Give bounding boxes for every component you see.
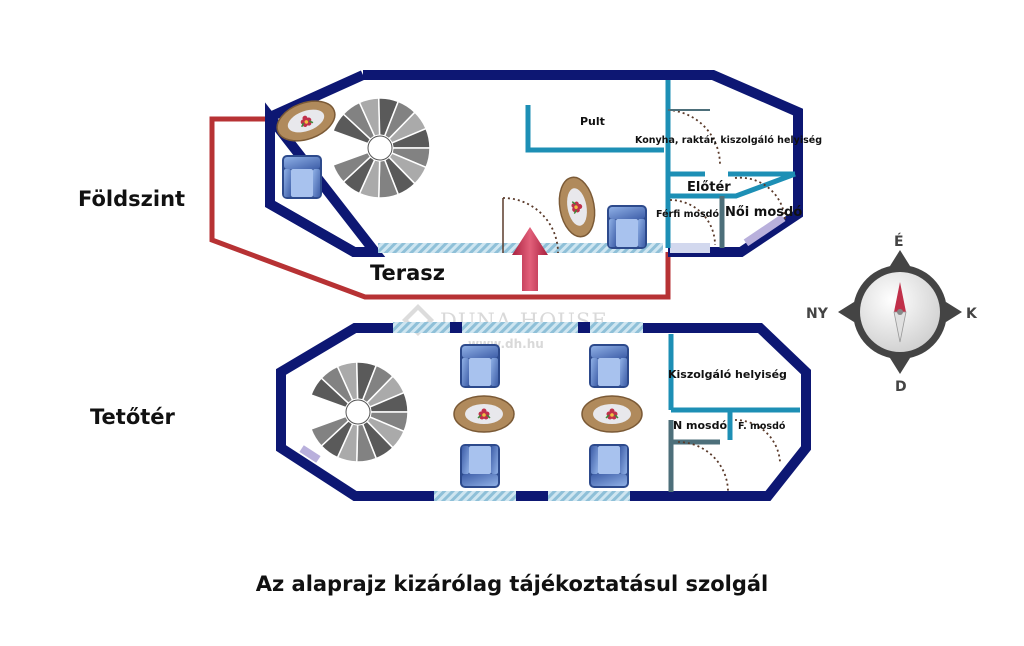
service-room-label: Kiszolgáló helyiség bbox=[668, 368, 787, 381]
mens-wc-label: Férfi mosdó bbox=[656, 209, 719, 220]
side-window bbox=[743, 214, 786, 247]
ground-floor-partitions bbox=[525, 80, 796, 248]
compass-west: NY bbox=[806, 306, 829, 322]
door-swings bbox=[502, 109, 786, 254]
armchair bbox=[282, 155, 322, 199]
spiral-staircase bbox=[307, 361, 409, 463]
entrance-arrow-icon bbox=[512, 227, 548, 291]
compass-east: K bbox=[966, 306, 978, 322]
attic-window bbox=[393, 322, 643, 333]
f-wc-label: F. mosdó bbox=[738, 421, 786, 432]
compass-south: D bbox=[895, 379, 907, 395]
terrace-label: Terasz bbox=[370, 261, 445, 285]
disclaimer-text: Az alaprajz kizárólag tájékoztatásul szo… bbox=[255, 572, 769, 596]
hall-label: Előtér bbox=[687, 180, 731, 195]
counter-label: Pult bbox=[580, 115, 605, 128]
attic-floor: Tetőtér Kiszolgáló helyiség N mosdó F. m… bbox=[90, 322, 811, 501]
attic-partitions bbox=[668, 334, 800, 492]
coffee-table bbox=[453, 395, 515, 433]
armchair bbox=[589, 344, 629, 388]
armchair bbox=[607, 205, 647, 249]
attic-window bbox=[299, 445, 321, 463]
kitchen-label: Konyha, raktár, kiszolgáló helyiség bbox=[635, 135, 822, 146]
compass-needle-icon bbox=[894, 282, 906, 312]
attic-outer-wall bbox=[276, 323, 811, 501]
compass-north: É bbox=[894, 233, 904, 250]
spiral-staircase bbox=[329, 97, 431, 199]
attic-window bbox=[548, 491, 630, 501]
coffee-table bbox=[581, 395, 643, 433]
attic-window bbox=[434, 491, 516, 501]
womens-wc-label: Női mosdó bbox=[725, 205, 802, 220]
ground-floor: Földszint Terasz Pult Konyha, raktár, ki… bbox=[78, 70, 822, 300]
side-window bbox=[670, 243, 710, 253]
attic-label: Tetőtér bbox=[90, 405, 176, 429]
armchair bbox=[460, 344, 500, 388]
armchair bbox=[460, 444, 500, 488]
coffee-table bbox=[554, 173, 600, 241]
armchair bbox=[589, 444, 629, 488]
terrace-outline bbox=[209, 116, 671, 300]
n-wc-label: N mosdó bbox=[673, 419, 727, 432]
ground-floor-label: Földszint bbox=[78, 187, 185, 211]
compass: É D K NY bbox=[806, 233, 978, 395]
